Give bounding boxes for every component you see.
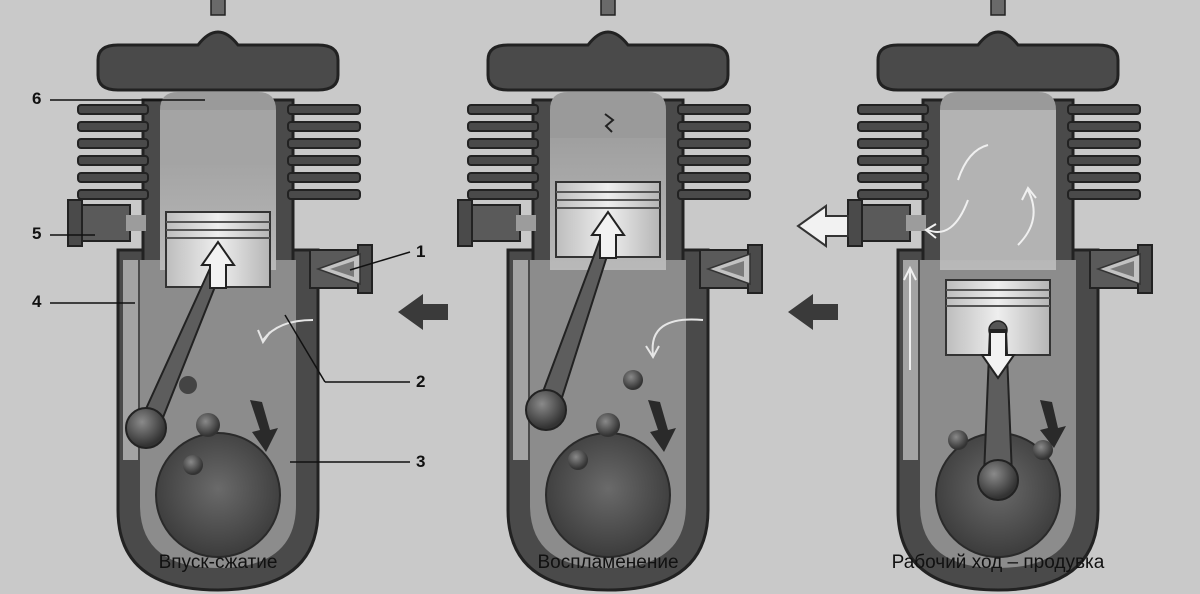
callout-5: 5 [32, 224, 42, 243]
engine-intake-compression [66, 0, 448, 592]
caption-power-scavenge: Рабочий ход – продувка [891, 552, 1105, 573]
spark-plug-icon [204, 0, 232, 16]
callout-1: 1 [416, 242, 426, 261]
caption-intake-compression: Впуск-сжатие [158, 552, 278, 573]
spark-plug-icon [984, 0, 1012, 16]
callout-leaders [50, 99, 411, 463]
rotation-arrow-icon [1040, 400, 1066, 448]
rotation-arrow-icon [250, 400, 278, 452]
caption-ignition: Воспламенение [537, 552, 679, 573]
arrow-up-icon [200, 240, 236, 289]
rotation-arrow-icon [648, 400, 676, 452]
callout-4: 4 [32, 292, 42, 311]
arrow-left-outline-icon [796, 204, 849, 248]
callout-3: 3 [416, 452, 426, 471]
arrow-left-icon [788, 294, 838, 330]
engine-ignition [456, 0, 838, 592]
spark-icon [604, 113, 615, 133]
callout-6: 6 [32, 89, 42, 108]
spark-plug-icon [594, 0, 622, 16]
engine-power-scavenge [796, 0, 1154, 592]
arrow-down-icon [980, 331, 1016, 380]
callout-2: 2 [416, 372, 426, 391]
arrow-up-icon [590, 210, 626, 259]
arrow-left-icon [398, 294, 448, 330]
